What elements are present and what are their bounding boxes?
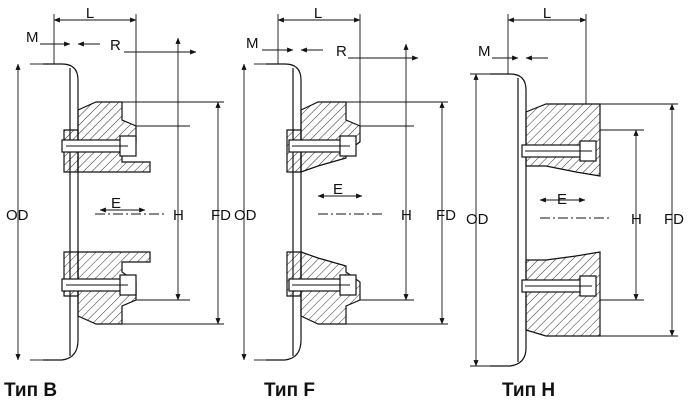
- label-l: L: [314, 5, 322, 22]
- hub-upper: [77, 101, 151, 173]
- label-od: OD: [6, 207, 29, 224]
- caption-type-b: Тип B: [4, 380, 57, 401]
- label-h: H: [173, 207, 184, 224]
- label-e: E: [557, 191, 567, 208]
- label-m: M: [478, 43, 491, 60]
- label-r: R: [336, 43, 347, 60]
- flange-outline: [43, 63, 79, 361]
- label-m: M: [26, 29, 39, 46]
- bolt-upper: [61, 135, 137, 157]
- label-fd: FD: [664, 211, 684, 228]
- bolt-upper: [288, 135, 357, 157]
- label-h: H: [631, 211, 642, 228]
- label-fd: FD: [436, 207, 456, 224]
- label-m: M: [246, 35, 259, 52]
- drawing-type-f: L M R E H FD OD Тип F: [234, 5, 456, 401]
- hub-upper: [525, 103, 601, 177]
- drawing-type-b: L M R E H FD OD Тип B: [4, 5, 231, 401]
- label-e: E: [333, 181, 343, 198]
- label-l: L: [86, 5, 94, 22]
- bolt-lower: [288, 274, 357, 296]
- label-e: E: [111, 195, 121, 212]
- bolt-upper: [521, 140, 597, 162]
- caption-type-h: Тип H: [502, 380, 555, 401]
- bolt-lower: [521, 275, 597, 297]
- label-l: L: [543, 5, 551, 22]
- drawing-type-h: L M E H FD OD Тип H: [466, 5, 684, 401]
- hub-lower: [525, 251, 601, 337]
- label-r: R: [110, 37, 121, 54]
- caption-type-f: Тип F: [264, 380, 315, 401]
- label-h: H: [401, 207, 412, 224]
- label-fd: FD: [211, 207, 231, 224]
- label-od: OD: [234, 207, 257, 224]
- bolt-lower: [61, 274, 137, 296]
- label-od: OD: [466, 211, 489, 228]
